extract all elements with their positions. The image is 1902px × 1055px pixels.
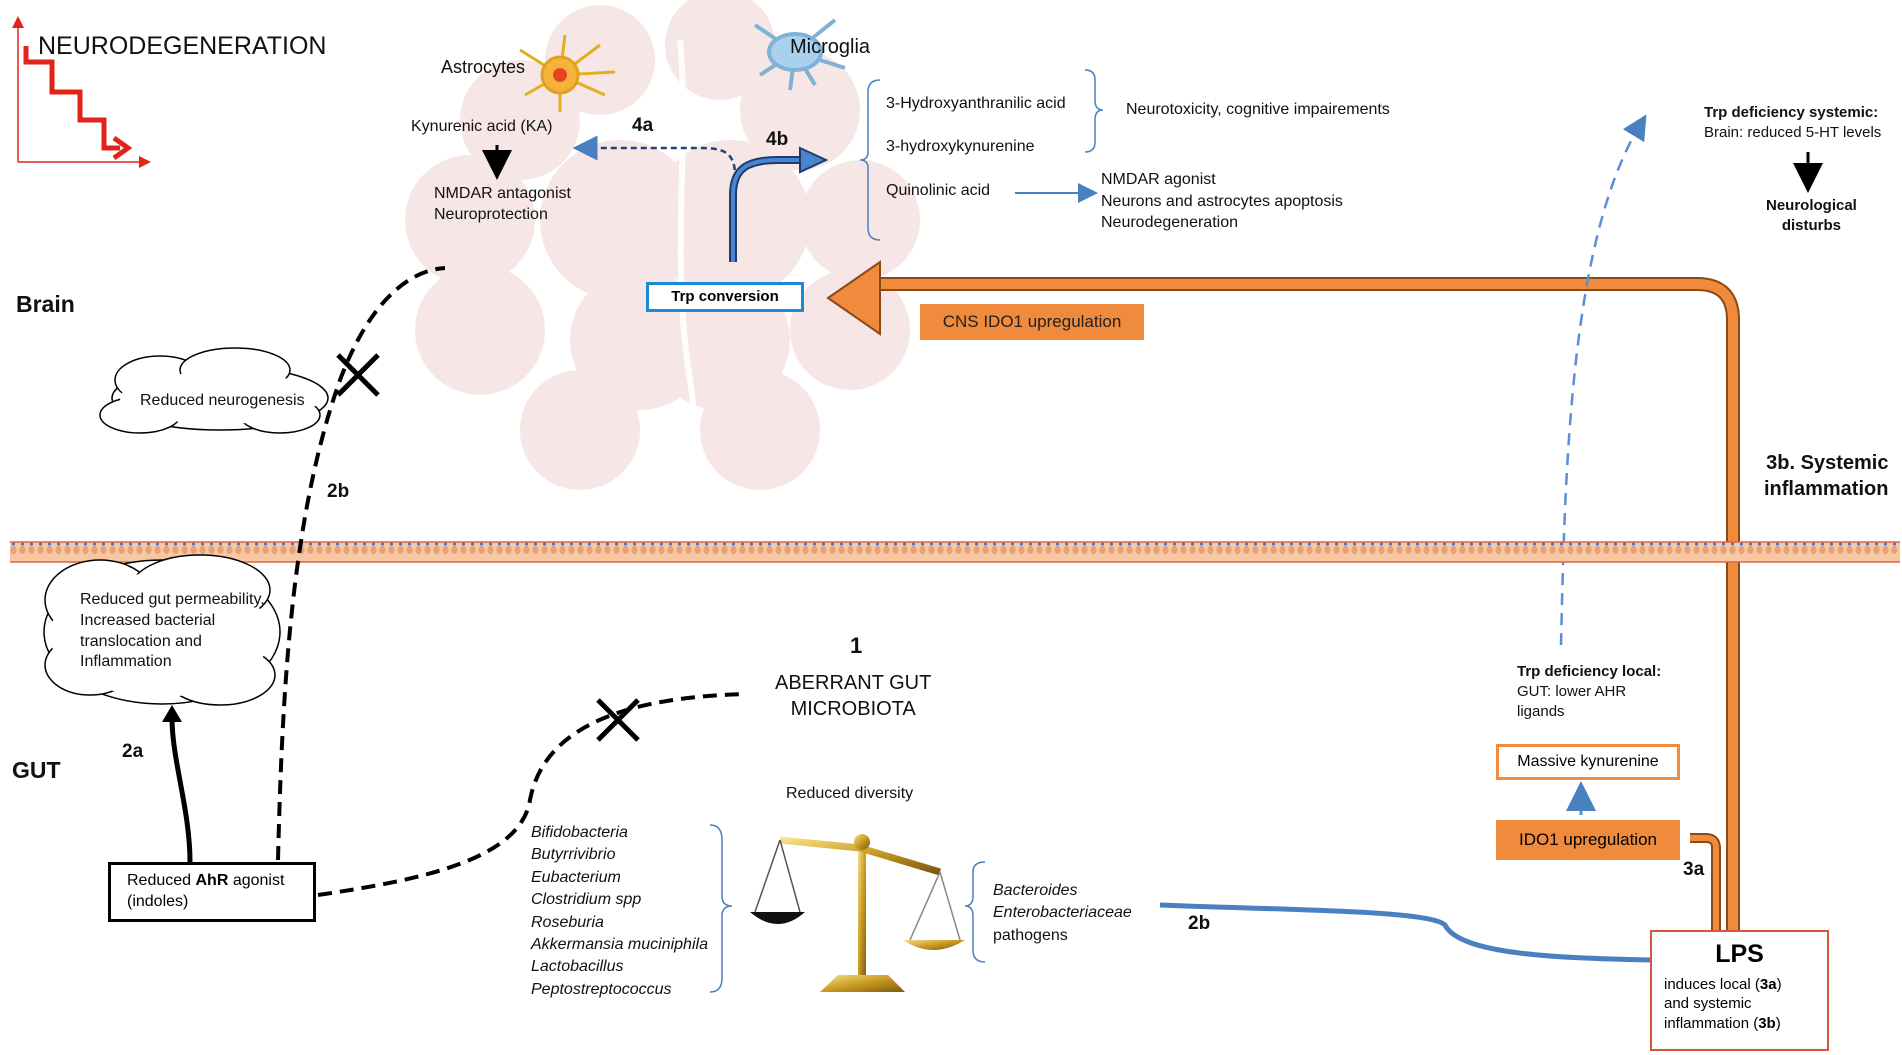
cns-ido1-upregulation-box: CNS IDO1 upregulation — [920, 304, 1144, 340]
metabolite-hydroxykynurenine: 3-hydroxykynurenine — [886, 138, 1035, 155]
label-2a: 2a — [122, 741, 144, 762]
harmful-bracket — [964, 861, 986, 963]
gut-epithelium-band — [10, 541, 1900, 563]
lps-title: LPS — [1715, 940, 1764, 968]
arrow-2a — [169, 717, 193, 863]
beneficial-bacteria-list: Bifidobacteria Butyrrivibrio Eubacterium… — [531, 824, 708, 998]
trp-deficiency-local-text: GUT: lower AHR ligands — [1517, 683, 1627, 720]
reduced-diversity-label: Reduced diversity — [786, 785, 914, 802]
neurodegeneration-staircase-icon — [12, 16, 151, 168]
quinolinic-effects-text: NMDAR agonist Neurons and astrocytes apo… — [1101, 171, 1343, 232]
reduced-ahr-agonist-box: Reduced AhR agonist (indoles) — [108, 862, 316, 922]
nmdar-antagonist-text: NMDAR antagonist Neuroprotection — [434, 185, 571, 223]
label-3a: 3a — [1683, 859, 1705, 880]
brain-midline — [677, 39, 698, 521]
label-4a: 4a — [632, 115, 654, 136]
dashed-path-ahr-aberrant — [317, 692, 746, 897]
block-x-mark-lower — [596, 698, 640, 742]
neurological-disturbs-text: Neurological disturbs — [1766, 197, 1857, 234]
reduced-neurogenesis-text: Reduced neurogenesis — [140, 392, 305, 409]
astrocyte-icon — [519, 34, 616, 112]
massive-kynurenine-box: Massive kynurenine — [1496, 744, 1680, 780]
systemic-dashed-arrow — [1559, 114, 1647, 646]
astrocytes-label: Astrocytes — [441, 57, 526, 77]
trp-deficiency-systemic-text: Brain: reduced 5-HT levels — [1704, 124, 1882, 141]
lps-box: LPS induces local (3a) and systemic infl… — [1650, 930, 1829, 1051]
arrow-2a-head — [162, 705, 182, 722]
region-gut-label: GUT — [12, 757, 61, 783]
lps-line-3: inflammation (3b) — [1664, 1014, 1781, 1032]
metabolite-quinolinic: Quinolinic acid — [886, 182, 991, 199]
aberrant-gut-microbiota-text: ABERRANT GUT MICROBIOTA — [775, 672, 932, 720]
blue-path-2b-lps — [1159, 902, 1651, 963]
metabolite-hydroxyanthranilic: 3-Hydroxyanthranilic acid — [886, 95, 1066, 112]
label-2b-lower: 2b — [1188, 913, 1211, 934]
lps-line-1: induces local (3a) — [1664, 975, 1782, 993]
trp-conversion-box: Trp conversion — [646, 282, 804, 312]
neurodegeneration-title: NEURODEGENERATION — [38, 32, 327, 60]
label-1: 1 — [850, 633, 863, 658]
ido1-upregulation-box: IDO1 upregulation — [1496, 820, 1680, 860]
cloud-neurogenesis-fill — [120, 372, 320, 424]
cns-orange-arrow — [826, 260, 1740, 940]
block-x-mark-upper — [336, 353, 380, 397]
arrow-3a — [1690, 833, 1721, 940]
metabolite-brace-left — [859, 79, 881, 241]
dashed-path-2b-brain — [276, 266, 446, 861]
microglia-icon — [753, 18, 846, 91]
metabolite-brace-right — [1084, 69, 1104, 153]
label-4b: 4b — [766, 129, 789, 150]
arrow-4b — [729, 146, 829, 262]
kynurenic-acid-label: Kynurenic acid (KA) — [411, 118, 553, 135]
balance-scale-icon — [750, 834, 965, 992]
label-2b-upper: 2b — [327, 481, 350, 502]
beneficial-bracket — [709, 824, 733, 993]
trp-deficiency-local-title: Trp deficiency local: — [1517, 663, 1662, 680]
neurotoxicity-text: Neurotoxicity, cognitive impairements — [1126, 101, 1390, 118]
label-3b-systemic-inflammation: 3b. Systemic inflammation — [1764, 452, 1889, 500]
region-brain-label: Brain — [16, 291, 75, 317]
trp-deficiency-systemic-title: Trp deficiency systemic: — [1704, 104, 1879, 121]
gut-permeability-text: Reduced gut permeability, Increased bact… — [80, 591, 265, 671]
cloud-gut-fill — [50, 573, 270, 697]
harmful-bacteria-list: Bacteroides Enterobacteriaceae pathogens — [993, 882, 1132, 944]
microglia-label: Microglia — [790, 36, 871, 58]
lps-line-2: and systemic — [1664, 995, 1752, 1012]
